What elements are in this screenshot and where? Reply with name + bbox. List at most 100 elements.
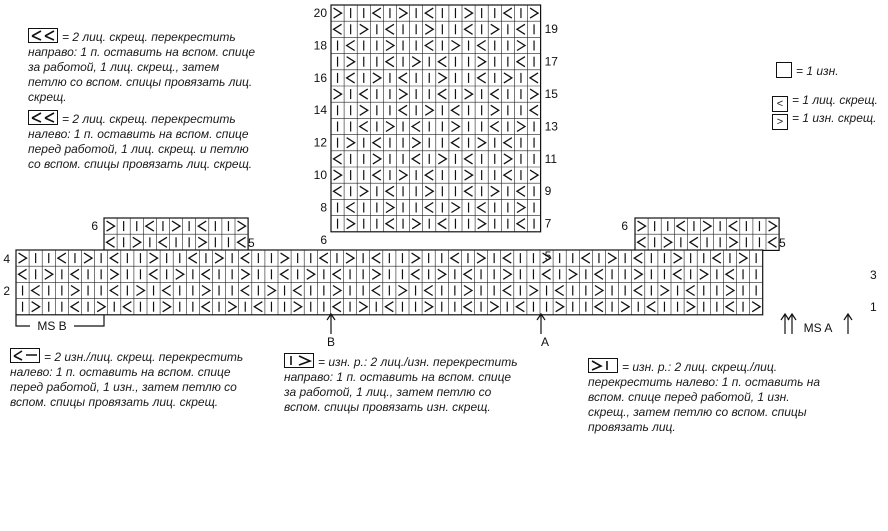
stitch-knit-tbl [157, 236, 168, 248]
stitch-knit-tbl [332, 153, 342, 165]
stitch-knit-tbl [332, 185, 342, 197]
stitch-knit-tbl [30, 284, 40, 297]
stitch-knit-tbl [633, 252, 643, 264]
stitch-knit-tbl [424, 39, 434, 52]
row-number-side-left-5: 5 [248, 236, 255, 250]
marker-a-label: A [541, 335, 549, 349]
stitch-purl-tbl [201, 284, 212, 297]
stitch-knit-tbl [161, 284, 171, 297]
stitch-purl-tbl [106, 220, 116, 232]
stitch-purl-tbl [280, 252, 290, 264]
stitch-purl-tbl [70, 284, 81, 297]
stitch-knit-tbl [345, 39, 355, 52]
stitch-purl-tbl [332, 284, 343, 297]
stitch-purl-tbl [451, 39, 461, 52]
legend-purl: = 1 изн. [776, 62, 839, 79]
stitch-purl-tbl [359, 185, 369, 197]
stitch-knit-tbl [476, 39, 486, 52]
stitch-purl-tbl [438, 153, 448, 165]
stitch-knit-tbl [397, 104, 408, 116]
ms-a-arrow [787, 312, 797, 334]
stitch-purl-tbl [83, 252, 94, 264]
stitch-knit-tbl [384, 185, 395, 197]
legend-cross-right-text: = 2 лиц. скрещ. перекрестить направо: 1 … [28, 30, 256, 104]
stitch-purl-tbl [398, 7, 409, 19]
stitch-knit-tbl [502, 169, 513, 181]
stitch-knit-tbl [463, 185, 473, 197]
stitch-knit-tbl [144, 220, 155, 232]
stitch-knit-tbl [580, 252, 591, 264]
legend-bottom-2: = изн. р.: 2 лиц./изн. перекрестить напр… [284, 353, 524, 415]
stitch-knit-tbl [528, 104, 539, 116]
cross-left-icon [28, 110, 58, 125]
stitch-knit-tbl [397, 72, 408, 84]
stitch-purl-tbl [175, 268, 185, 280]
stitch-knit-tbl [437, 88, 447, 100]
marker-a-arrow [536, 312, 546, 334]
stitch-purl-tbl [503, 153, 514, 165]
stitch-knit-tbl [358, 88, 369, 100]
stitch-purl-tbl [464, 169, 474, 181]
row-number-band-right: 1 [870, 300, 877, 314]
ms-a-label: MS A [804, 321, 833, 335]
stitch-knit-tbl [279, 268, 289, 280]
stitch-purl-tbl [346, 137, 356, 149]
stitch-purl-tbl [660, 284, 670, 297]
stitch-knit-tbl [424, 169, 434, 181]
cross-ktbl-left-icon [588, 358, 618, 373]
stitch-purl-tbl [306, 268, 316, 280]
legend-bottom-3: = изн. р.: 2 лиц. скрещ./лиц. перекрести… [588, 358, 828, 435]
stitch-purl-tbl [359, 104, 369, 116]
stitch-knit-tbl [345, 201, 355, 214]
stitch-knit-tbl [292, 284, 302, 297]
stitch-purl-tbl [372, 72, 383, 84]
stitch-knit-tbl [240, 284, 250, 297]
row-number-side-right: 6 [621, 219, 628, 233]
stitch-knit-tbl [424, 201, 434, 214]
stitch-purl-tbl [346, 56, 356, 68]
stitch-knit-tbl [253, 301, 263, 313]
stitch-knit-tbl [636, 236, 646, 248]
stitch-purl-tbl [424, 104, 435, 116]
stitch-knit-tbl [331, 301, 342, 313]
stitch-knit-tbl [410, 120, 421, 133]
legend-cross-left-text: = 2 лиц. скрещ. перекрестить налево: 1 п… [28, 112, 253, 171]
stitch-knit-tbl [17, 268, 27, 280]
purl-tbl-icon: > [772, 114, 788, 130]
stitch-purl-tbl [237, 220, 247, 232]
marker-b-label: B [327, 335, 335, 349]
ms-b-bracket [15, 315, 105, 327]
stitch-knit-tbl [437, 56, 447, 68]
stitch-knit-tbl [528, 72, 539, 84]
stitch-purl-tbl [136, 284, 146, 297]
ms-a-arrow [780, 312, 790, 334]
stitch-knit-tbl [502, 137, 513, 149]
stitch-purl-tbl [411, 56, 422, 68]
stitch-purl-tbl [477, 137, 487, 149]
stitch-knit-tbl [724, 301, 735, 313]
stitch-knit-tbl [515, 56, 526, 68]
stitch-purl-tbl [385, 120, 396, 133]
stitch-knit-tbl [593, 301, 604, 313]
stitch-knit-tbl [554, 284, 564, 297]
stitch-purl-tbl [109, 268, 120, 280]
stitch-knit-tbl [672, 268, 682, 280]
stitch-purl-tbl [398, 284, 408, 297]
stitch-knit-tbl [688, 236, 699, 248]
stitch-purl-tbl [333, 88, 343, 100]
stitch-knit-tbl [724, 268, 735, 280]
stitch-purl-tbl [633, 268, 644, 280]
stitch-knit-tbl [69, 268, 80, 280]
stitch-purl-tbl [346, 218, 356, 230]
row-number-side-right-5: 5 [779, 236, 786, 250]
knit-tbl-icon: < [772, 96, 788, 112]
legend-bottom-1-text: = 2 изн./лиц. скрещ. перекрестить налево… [10, 350, 244, 409]
stitch-purl-tbl [502, 268, 513, 280]
cross-right-icon [28, 28, 58, 43]
stitch-knit-tbl [240, 252, 250, 264]
ms-b-label: MS B [37, 319, 66, 333]
stitch-purl-tbl [555, 301, 565, 313]
stitch-purl-tbl [751, 301, 762, 313]
stitch-purl-tbl [372, 153, 383, 165]
